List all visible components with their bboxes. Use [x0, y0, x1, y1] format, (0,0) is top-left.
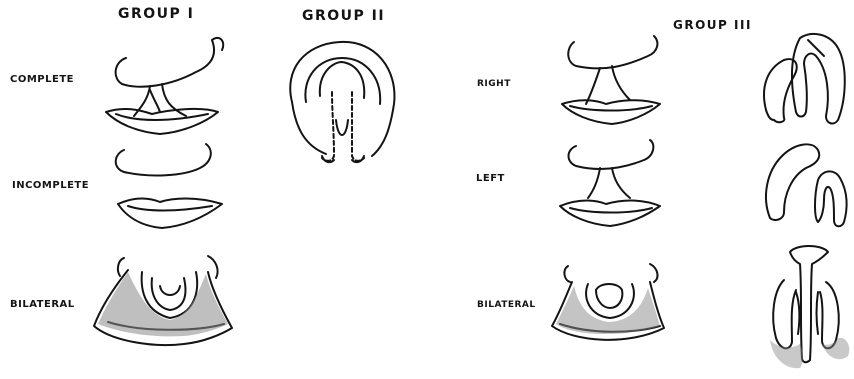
group3-left-palate	[766, 144, 847, 226]
label-right: RIGHT	[477, 79, 511, 89]
group1-incomplete-drawing	[116, 144, 222, 228]
group2-header: GROUP II	[302, 8, 385, 24]
label-incomplete: INCOMPLETE	[12, 180, 89, 191]
group3-right-palate	[764, 34, 845, 124]
group3-bilateral-shading	[556, 286, 660, 334]
label-left: LEFT	[476, 173, 505, 184]
label-bilateral-group1: BILATERAL	[10, 299, 75, 310]
group3-header: GROUP III	[673, 18, 752, 32]
group3-right-drawing	[562, 36, 660, 124]
group3-left-drawing	[560, 140, 660, 226]
label-complete: COMPLETE	[10, 74, 74, 85]
group2-palate-drawing	[290, 42, 394, 162]
group1-header: GROUP I	[118, 6, 194, 22]
label-bilateral-group3: BILATERAL	[477, 300, 536, 310]
group1-complete-drawing	[106, 38, 223, 134]
group1-bilateral-shading	[98, 272, 228, 336]
